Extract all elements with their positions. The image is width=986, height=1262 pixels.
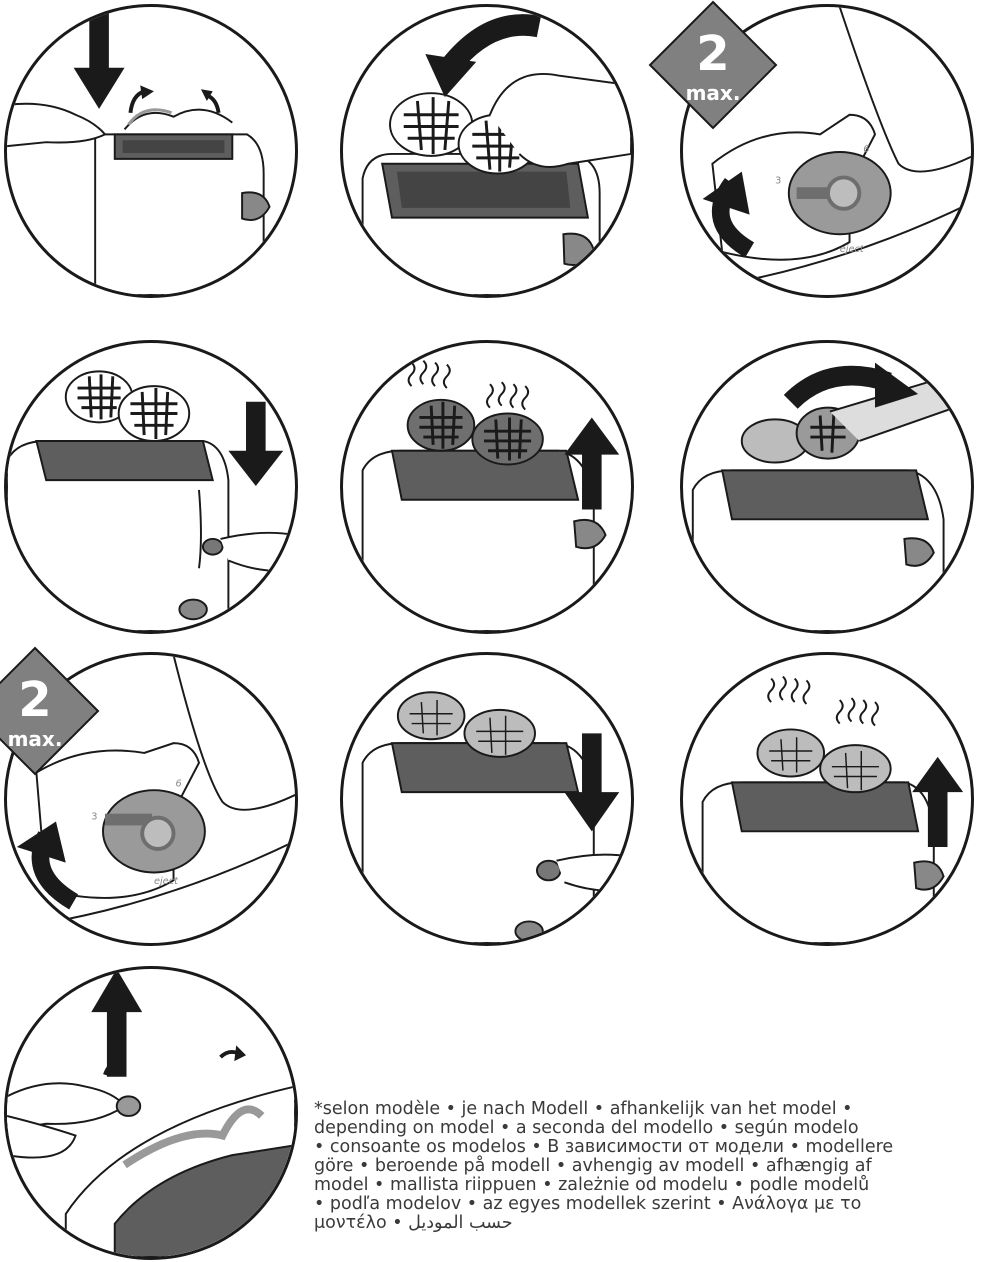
dial-min-label: 3	[91, 812, 97, 823]
bread-roll-icon	[464, 710, 535, 757]
footnote-line: μοντέλο • حسب الموديل	[314, 1214, 964, 1233]
footnote-line: depending on model • a seconda del model…	[314, 1119, 964, 1138]
dial-icon	[103, 790, 205, 872]
hand-icon	[7, 104, 105, 146]
step-2-panel	[340, 4, 634, 298]
eject-label: eject	[154, 876, 179, 887]
step-10-panel	[4, 966, 298, 1260]
dial-min-label: 3	[775, 175, 781, 186]
model-footnote: *selon modèle • je nach Modell • afhanke…	[314, 1100, 964, 1233]
bread-roll-icon	[472, 414, 543, 465]
lever-icon	[117, 1096, 141, 1116]
footnote-greek-end: μοντέλο •	[314, 1213, 403, 1233]
arrow-down-icon	[228, 402, 283, 486]
toaster-illustration	[683, 343, 971, 631]
toaster-illustration	[343, 343, 631, 631]
button-icon	[179, 600, 206, 620]
toaster-illustration	[7, 969, 295, 1257]
button-icon	[515, 921, 542, 941]
step-8-panel	[340, 652, 634, 946]
dial-max-label: 6	[863, 144, 869, 155]
footnote-line: göre • beroende på modell • avhengig av …	[314, 1157, 964, 1176]
max-badge-number: 2	[696, 26, 729, 82]
arrow-down-icon	[74, 7, 125, 109]
toaster-illustration	[7, 7, 295, 295]
footnote-line: • consoante os modelos • В зависимости о…	[314, 1138, 964, 1157]
footnote-line: model • mallista riippuen • zależnie od …	[314, 1176, 964, 1195]
footnote-line: • podľa modelov • az egyes modellek szer…	[314, 1195, 964, 1214]
lever-icon	[242, 192, 269, 220]
step-9-panel	[680, 652, 974, 946]
eject-label: eject	[840, 244, 865, 255]
dial-icon	[789, 152, 891, 234]
step-4-panel	[4, 340, 298, 634]
toaster-illustration	[343, 7, 631, 295]
step-6-panel	[680, 340, 974, 634]
toaster-illustration	[7, 343, 295, 631]
step-1-panel	[4, 4, 298, 298]
footnote-line: *selon modèle • je nach Modell • afhanke…	[314, 1100, 964, 1119]
bread-roll-icon	[820, 745, 891, 792]
max-badge-unit: max.	[686, 81, 741, 105]
lever-icon	[574, 520, 605, 548]
toaster-illustration	[343, 655, 631, 943]
max-badge: 2 max.	[0, 646, 100, 776]
toaster-illustration	[683, 655, 971, 943]
footnote-arabic: حسب الموديل	[408, 1213, 512, 1233]
lever-icon	[537, 861, 561, 881]
step-5-panel	[340, 340, 634, 634]
lever-icon	[203, 539, 223, 555]
max-badge-number: 2	[18, 672, 51, 728]
max-badge-unit: max.	[8, 727, 63, 751]
bread-roll-icon	[757, 729, 824, 776]
dial-max-label: 6	[175, 778, 181, 789]
bread-roll-icon	[408, 400, 475, 451]
lever-icon	[914, 861, 943, 889]
curved-arrow-icon	[451, 25, 539, 66]
bread-roll-icon	[398, 692, 465, 739]
max-badge: 2 max.	[648, 0, 778, 130]
steam-icon	[768, 677, 878, 726]
hand-icon	[221, 533, 295, 571]
